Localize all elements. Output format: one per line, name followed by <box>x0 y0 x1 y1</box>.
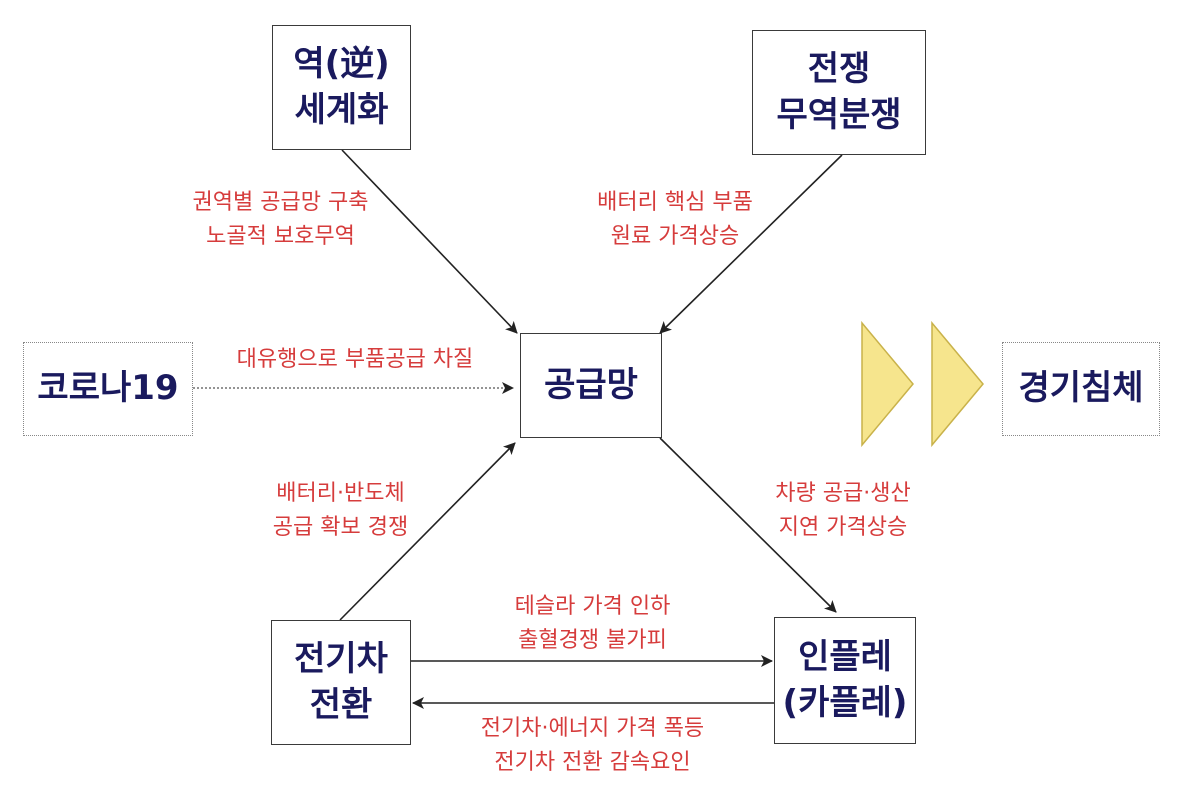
node-covid19: 코로나19 <box>23 342 193 436</box>
node-reverse-globalization: 역(逆) 세계화 <box>272 25 411 150</box>
node-ev-transition-line2: 전환 <box>309 684 373 725</box>
label-battery-price-line1: 배터리 핵심 부품 <box>597 190 753 215</box>
node-war-trade-line2: 무역분쟁 <box>776 94 902 135</box>
label-pandemic-text: 대유행으로 부품공급 차질 <box>236 347 474 372</box>
node-war-trade-dispute: 전쟁 무역분쟁 <box>752 30 926 155</box>
label-vehicle-supply-line1: 차량 공급·생산 <box>775 481 911 506</box>
chevron-arrow-2 <box>931 320 984 448</box>
node-reverse-globalization-line1: 역(逆) <box>293 43 390 84</box>
arrow-reverse-globalization-to-supply-chain <box>341 149 518 334</box>
node-war-trade-line1: 전쟁 <box>807 48 871 89</box>
node-covid19-text: 코로나19 <box>37 368 179 409</box>
arrow-war-trade-to-supply-chain <box>659 154 843 334</box>
node-ev-transition-line1: 전기차 <box>294 638 388 679</box>
label-battery-semiconductor: 배터리·반도체 공급 확보 경쟁 <box>243 477 438 545</box>
label-regional-supply-line2: 노골적 보호무역 <box>206 224 355 250</box>
node-recession-text: 경기침체 <box>1018 368 1144 409</box>
label-tesla-line1: 테슬라 가격 인하 <box>514 594 671 619</box>
label-ev-energy-price: 전기차·에너지 가격 폭등 전기차 전환 감속요인 <box>445 712 740 780</box>
label-battery-price-line2: 원료 가격상승 <box>610 224 740 250</box>
label-tesla-price-cut: 테슬라 가격 인하 출혈경쟁 불가피 <box>475 590 710 658</box>
node-reverse-globalization-line2: 세계화 <box>294 89 389 130</box>
label-battery-parts-price: 배터리 핵심 부품 원료 가격상승 <box>575 186 775 254</box>
node-inflation: 인플레 (카플레) <box>774 617 916 744</box>
label-ev-energy-line1: 전기차·에너지 가격 폭등 <box>480 716 705 741</box>
label-vehicle-supply-line2: 지연 가격상승 <box>778 515 908 541</box>
node-recession: 경기침체 <box>1002 342 1160 436</box>
label-pandemic-supply-disruption: 대유행으로 부품공급 차질 <box>205 343 505 377</box>
arrow-supply-chain-to-inflation <box>659 437 837 613</box>
label-vehicle-supply-delay: 차량 공급·생산 지연 가격상승 <box>752 477 934 545</box>
label-ev-energy-line2: 전기차 전환 감속요인 <box>494 750 691 776</box>
label-tesla-line2: 출혈경쟁 불가피 <box>518 628 667 654</box>
label-battery-semi-line2: 공급 확보 경쟁 <box>272 515 409 541</box>
node-inflation-line2: (카플레) <box>782 682 908 723</box>
node-supply-chain: 공급망 <box>520 333 662 438</box>
node-inflation-line1: 인플레 <box>798 636 892 677</box>
label-regional-supply-line1: 권역별 공급망 구축 <box>192 190 369 215</box>
node-supply-chain-text: 공급망 <box>544 364 638 405</box>
node-ev-transition: 전기차 전환 <box>271 620 411 745</box>
chevron-arrow-1 <box>861 320 914 448</box>
arrow-ev-transition-to-supply-chain <box>339 442 516 621</box>
label-battery-semi-line1: 배터리·반도체 <box>276 481 405 506</box>
label-regional-supply-chain: 권역별 공급망 구축 노골적 보호무역 <box>168 186 393 254</box>
